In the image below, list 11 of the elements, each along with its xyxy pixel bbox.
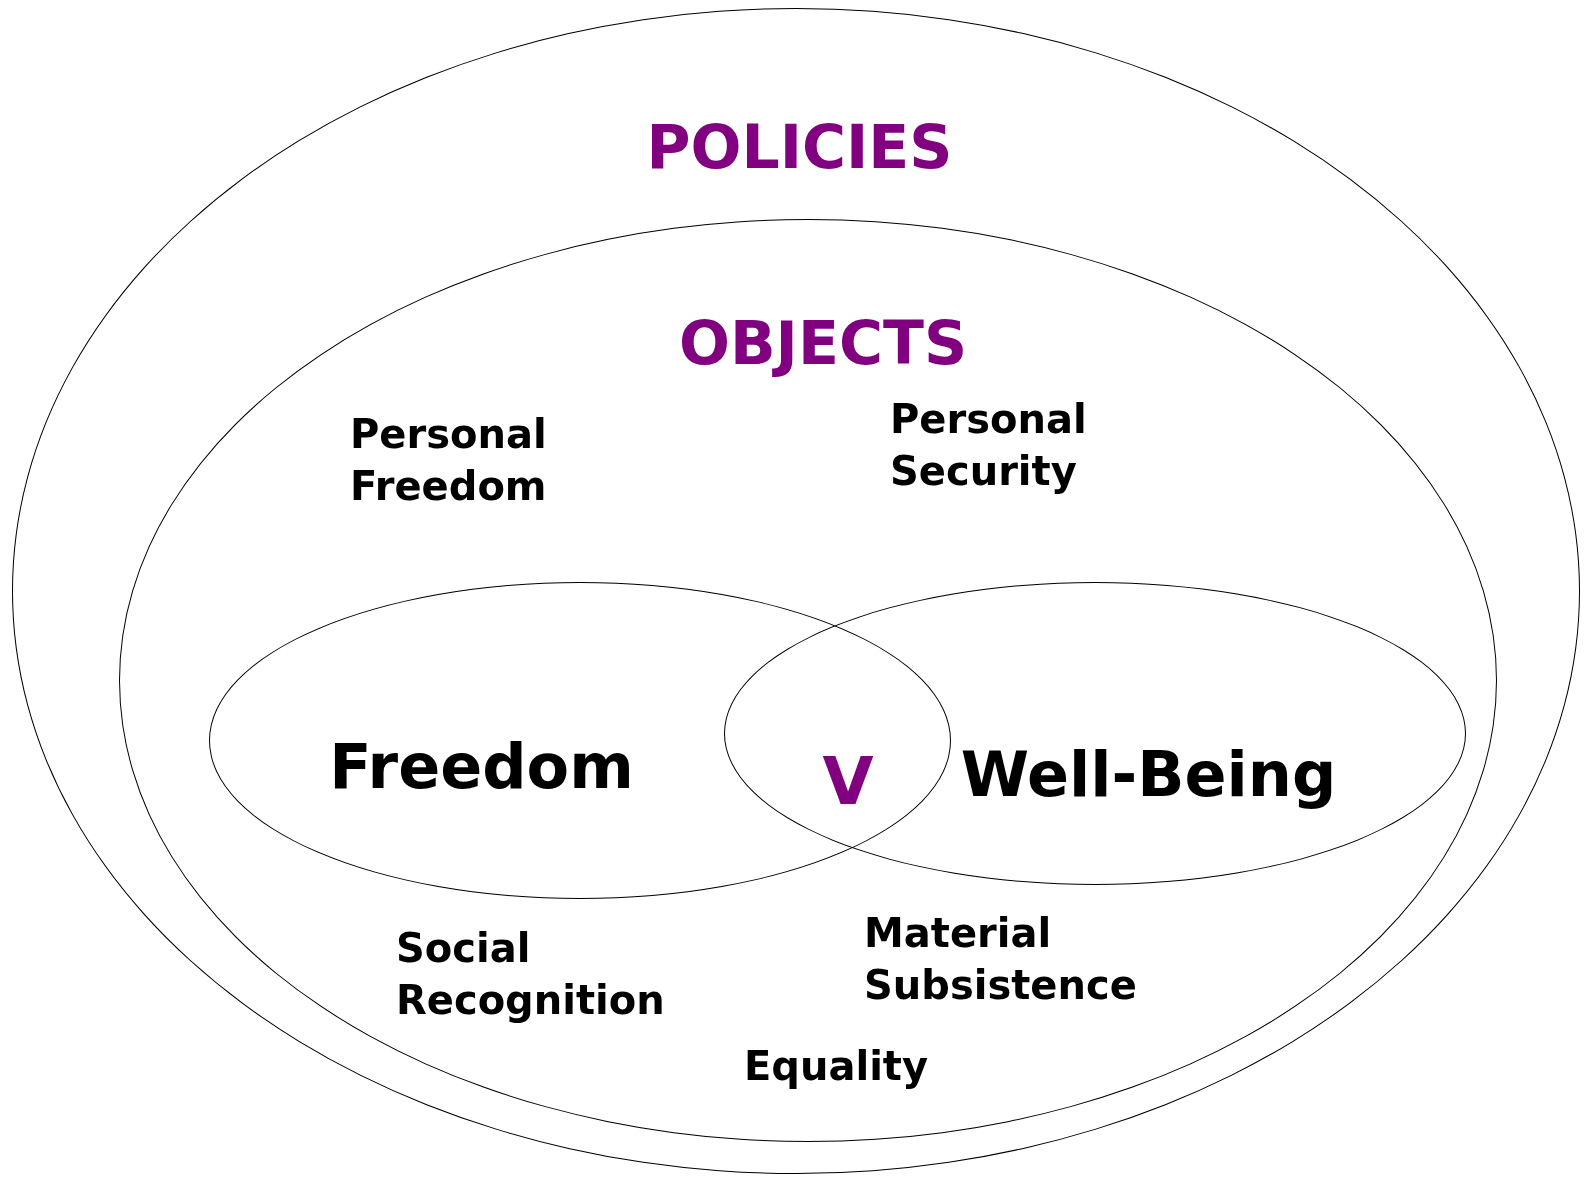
object-label: Equality (744, 1042, 930, 1091)
object-label: Social Recognition (396, 924, 666, 1025)
object-label: Personal Freedom (350, 410, 548, 511)
region-label: Freedom (329, 735, 634, 798)
right-ellipse (724, 582, 1466, 885)
object-label: Personal Security (890, 395, 1088, 496)
region-label: POLICIES (646, 116, 953, 177)
inner-ellipse (118, 218, 1497, 1142)
overlap-label: V (822, 749, 874, 815)
left-ellipse (209, 582, 951, 899)
object-label: Material Subsistence (864, 909, 1138, 1010)
